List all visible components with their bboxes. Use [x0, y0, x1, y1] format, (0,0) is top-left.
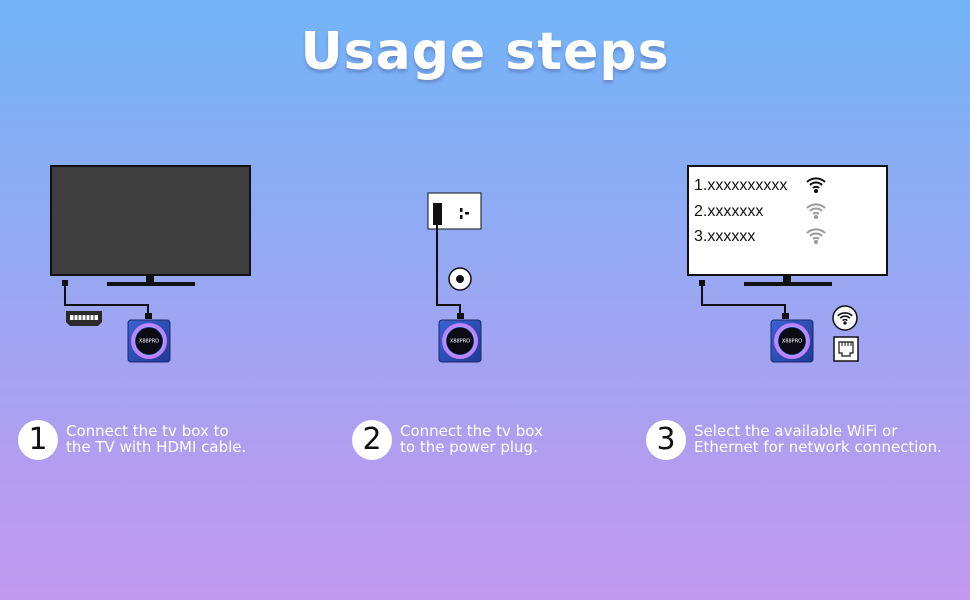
wifi-icon	[832, 305, 858, 331]
power-connector	[457, 313, 464, 319]
step-number: 1	[18, 420, 58, 460]
step-line: Select the available WiFi or	[694, 422, 898, 440]
tv-box-icon	[769, 318, 815, 364]
hdmi-plug-icon	[66, 311, 102, 326]
power-outlet-icon	[427, 192, 482, 230]
tv-icon	[50, 165, 251, 286]
power-port-icon	[448, 267, 472, 291]
hdmi-cable	[62, 280, 152, 319]
step-description: Select the available WiFi or Ethernet fo…	[694, 423, 942, 455]
tv-box-icon	[437, 318, 483, 364]
power-cable	[436, 225, 461, 318]
step-line: Ethernet for network connection.	[694, 438, 942, 456]
page-title: Usage steps	[300, 22, 670, 82]
step-line: the TV with HDMI cable.	[66, 438, 247, 456]
step-line: Connect the tv box to	[66, 422, 229, 440]
tv-box-icon	[126, 318, 172, 364]
step-description: Connect the tv box to the TV with HDMI c…	[66, 423, 246, 455]
wifi-network-item: 3.xxxxxx	[694, 228, 756, 245]
wifi-network-item: 2.xxxxxxx	[694, 203, 764, 220]
step-description: Connect the tv box to the power plug.	[400, 423, 543, 455]
step-line: Connect the tv box	[400, 422, 543, 440]
ethernet-port-icon	[833, 336, 859, 362]
step-number: 2	[352, 420, 392, 460]
tv-icon	[687, 165, 888, 286]
wifi-network-item: 1.xxxxxxxxxx	[694, 177, 788, 194]
step-number: 3	[646, 420, 686, 460]
step-line: to the power plug.	[400, 438, 538, 456]
network-cable	[699, 280, 789, 319]
